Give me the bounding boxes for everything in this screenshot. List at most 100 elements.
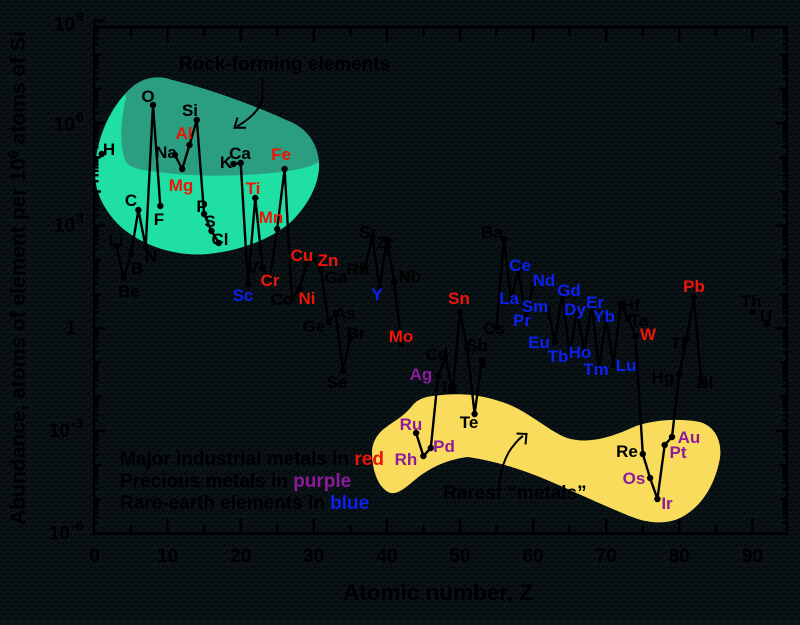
svg-text:Se: Se — [327, 373, 348, 392]
svg-text:Rare-earth elements in blue: Rare-earth elements in blue — [120, 493, 369, 514]
svg-text:10: 10 — [49, 421, 70, 442]
svg-text:Th: Th — [741, 292, 762, 311]
svg-text:Be: Be — [118, 282, 140, 301]
svg-text:0: 0 — [89, 546, 100, 567]
svg-text:Ni: Ni — [299, 289, 316, 308]
svg-text:K: K — [220, 153, 233, 172]
svg-text:Ga: Ga — [325, 268, 348, 287]
svg-text:Cr: Cr — [261, 271, 280, 290]
svg-text:Te: Te — [460, 413, 479, 432]
svg-text:Sn: Sn — [448, 289, 470, 308]
svg-text:Li: Li — [108, 231, 123, 250]
svg-text:Zn: Zn — [318, 251, 339, 270]
svg-text:Co: Co — [271, 290, 294, 309]
svg-text:I: I — [482, 353, 487, 372]
svg-text:Pb: Pb — [683, 277, 705, 296]
svg-text:Ti: Ti — [246, 179, 261, 198]
svg-text:Sm: Sm — [522, 297, 548, 316]
svg-text:Ta: Ta — [630, 311, 649, 330]
svg-text:1: 1 — [65, 318, 76, 339]
svg-text:Na: Na — [155, 143, 177, 162]
svg-text:Br: Br — [347, 324, 366, 343]
svg-text:-3: -3 — [71, 415, 84, 431]
svg-text:Rh: Rh — [395, 450, 418, 469]
svg-text:C: C — [125, 191, 137, 210]
svg-text:Major industrial metals in red: Major industrial metals in red — [120, 449, 384, 470]
svg-text:Lu: Lu — [616, 356, 637, 375]
svg-text:30: 30 — [303, 546, 324, 567]
svg-text:Au: Au — [678, 428, 701, 447]
svg-text:Mg: Mg — [169, 176, 194, 195]
svg-text:6: 6 — [76, 109, 84, 125]
svg-text:P: P — [196, 197, 207, 216]
svg-text:Sc: Sc — [233, 286, 254, 305]
svg-text:20: 20 — [230, 546, 251, 567]
svg-text:Gd: Gd — [557, 281, 581, 300]
svg-text:Eu: Eu — [528, 333, 550, 352]
svg-text:Ir: Ir — [661, 494, 673, 513]
svg-text:Pt: Pt — [670, 443, 687, 462]
svg-text:Tl: Tl — [670, 334, 685, 353]
svg-text:80: 80 — [669, 546, 690, 567]
svg-text:Cu: Cu — [291, 246, 314, 265]
svg-text:Abundance, atoms of element pe: Abundance, atoms of element per 106 atom… — [5, 31, 30, 525]
svg-text:-6: -6 — [71, 518, 84, 534]
svg-text:Pr: Pr — [513, 311, 531, 330]
svg-text:Hf: Hf — [622, 296, 640, 315]
svg-text:N: N — [145, 247, 157, 266]
svg-text:W: W — [640, 325, 657, 344]
svg-text:9: 9 — [76, 9, 84, 25]
svg-text:H: H — [103, 140, 115, 159]
svg-text:70: 70 — [596, 546, 617, 567]
svg-text:Pd: Pd — [433, 437, 455, 456]
svg-text:La: La — [499, 289, 519, 308]
svg-text:Cs: Cs — [483, 319, 505, 338]
svg-text:Tm: Tm — [583, 360, 609, 379]
svg-text:Nd: Nd — [533, 271, 556, 290]
svg-text:Ce: Ce — [509, 256, 531, 275]
svg-text:Ge: Ge — [303, 317, 326, 336]
svg-text:Yb: Yb — [593, 307, 615, 326]
svg-text:Nb: Nb — [399, 267, 422, 286]
svg-text:Rb: Rb — [347, 260, 370, 279]
svg-text:O: O — [141, 87, 154, 106]
svg-text:Re: Re — [616, 442, 638, 461]
svg-text:F: F — [154, 210, 164, 229]
svg-text:50: 50 — [449, 546, 470, 567]
svg-text:40: 40 — [376, 546, 397, 567]
svg-text:Os: Os — [623, 469, 646, 488]
svg-text:Al: Al — [176, 124, 193, 143]
svg-text:Si: Si — [182, 101, 198, 120]
svg-text:90: 90 — [742, 546, 763, 567]
svg-text:10: 10 — [54, 216, 75, 237]
svg-text:S: S — [204, 212, 215, 231]
svg-text:10: 10 — [54, 115, 75, 136]
svg-text:Ho: Ho — [569, 343, 592, 362]
svg-text:Ag: Ag — [410, 365, 433, 384]
svg-text:Mn: Mn — [259, 208, 284, 227]
svg-text:10: 10 — [157, 546, 178, 567]
svg-text:Dy: Dy — [564, 300, 586, 319]
svg-text:Y: Y — [371, 285, 383, 304]
svg-text:B: B — [131, 259, 143, 278]
svg-text:Rock-forming elements: Rock-forming elements — [179, 54, 390, 75]
svg-text:Ru: Ru — [400, 415, 423, 434]
svg-text:Mo: Mo — [389, 327, 414, 346]
svg-text:Er: Er — [586, 293, 604, 312]
svg-text:Fe: Fe — [271, 145, 291, 164]
svg-text:Sb: Sb — [466, 336, 488, 355]
svg-text:10: 10 — [49, 524, 70, 545]
svg-text:3: 3 — [76, 210, 84, 226]
svg-text:Zr: Zr — [377, 233, 394, 252]
svg-text:Tb: Tb — [548, 347, 569, 366]
svg-text:Rarest “metals”: Rarest “metals” — [443, 483, 587, 504]
svg-text:In: In — [442, 378, 457, 397]
svg-text:Cl: Cl — [212, 230, 229, 249]
svg-text:U: U — [760, 307, 772, 326]
svg-text:Atomic number, Z: Atomic number, Z — [343, 580, 533, 605]
svg-text:10: 10 — [54, 15, 75, 36]
svg-text:Ca: Ca — [229, 144, 251, 163]
svg-text:As: As — [334, 304, 356, 323]
svg-text:Bi: Bi — [697, 373, 714, 392]
svg-text:Cd: Cd — [426, 345, 449, 364]
